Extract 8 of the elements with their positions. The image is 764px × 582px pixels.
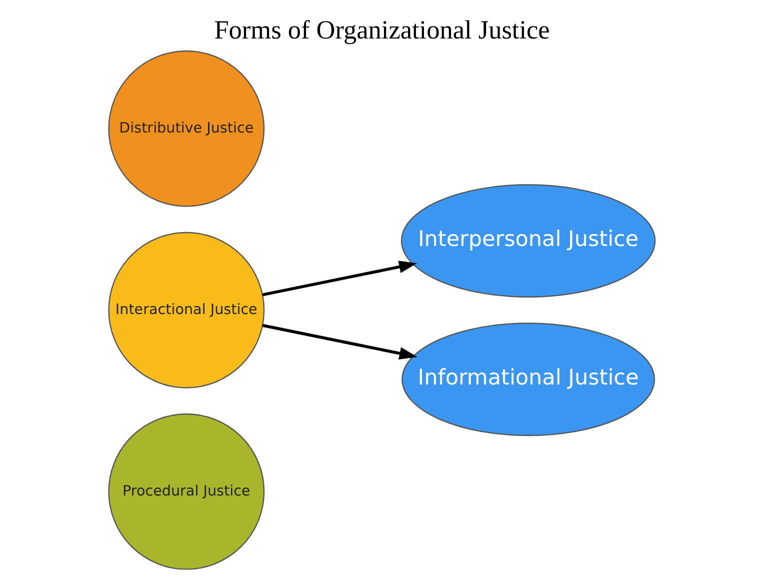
node-circle: Procedural Justice — [108, 413, 265, 570]
arrow — [262, 324, 418, 360]
diagram-title: Forms of Organizational Justice — [214, 16, 550, 45]
node-ellipse: Informational Justice — [402, 322, 655, 436]
node-ellipse: Interpersonal Justice — [400, 184, 656, 298]
node-circle: Distributive Justice — [108, 50, 265, 207]
node-circle: Interactional Justice — [108, 232, 265, 388]
arrow — [262, 260, 418, 296]
